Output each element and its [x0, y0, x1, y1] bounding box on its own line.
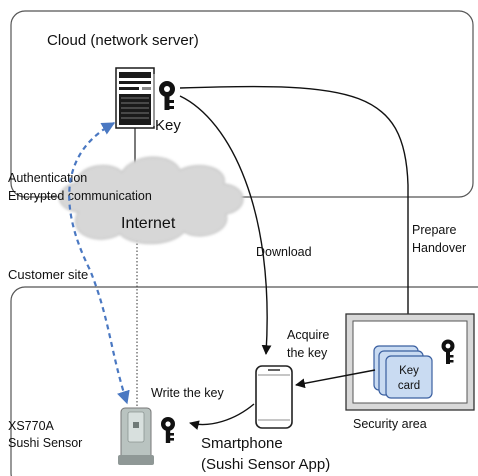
cloud-key-label: Key: [155, 117, 181, 134]
download-label: Download: [256, 245, 312, 259]
acquire-label-line1: Acquire: [287, 328, 329, 342]
authentication-label: Authentication: [8, 171, 87, 185]
handover-arrow: [179, 85, 413, 343]
write-key-label: Write the key: [151, 386, 224, 400]
sensor-key-icon: [161, 417, 175, 443]
cloud-title: Cloud (network server): [47, 32, 199, 49]
cloud-key-icon: [159, 81, 175, 110]
sensor-label-line1: XS770A: [8, 419, 55, 433]
download-arrow: [179, 95, 272, 355]
handover-label: Handover: [412, 241, 466, 255]
customer-site-label: Customer site: [8, 267, 88, 282]
encrypted-communication-label: Encrypted communication: [8, 189, 152, 203]
internet-label: Internet: [121, 215, 176, 232]
key-card-label-line1: Key: [399, 365, 419, 377]
write-key-arrow: [189, 403, 255, 430]
smartphone-label-line2: (Sushi Sensor App): [201, 456, 330, 473]
sushi-sensor-device: [118, 407, 154, 465]
security-key-icon: [441, 339, 455, 364]
server-icon: [115, 67, 155, 129]
acquire-arrow: [295, 369, 376, 389]
acquire-label-line2: the key: [287, 346, 328, 360]
security-area-label: Security area: [353, 417, 427, 431]
prepare-label: Prepare: [412, 223, 457, 237]
sensor-label-line2: Sushi Sensor: [8, 436, 82, 450]
key-card-label-line2: card: [398, 380, 420, 392]
smartphone-label-line1: Smartphone: [201, 435, 283, 452]
smartphone-icon: [255, 365, 293, 429]
key-card-stack: [373, 345, 433, 399]
